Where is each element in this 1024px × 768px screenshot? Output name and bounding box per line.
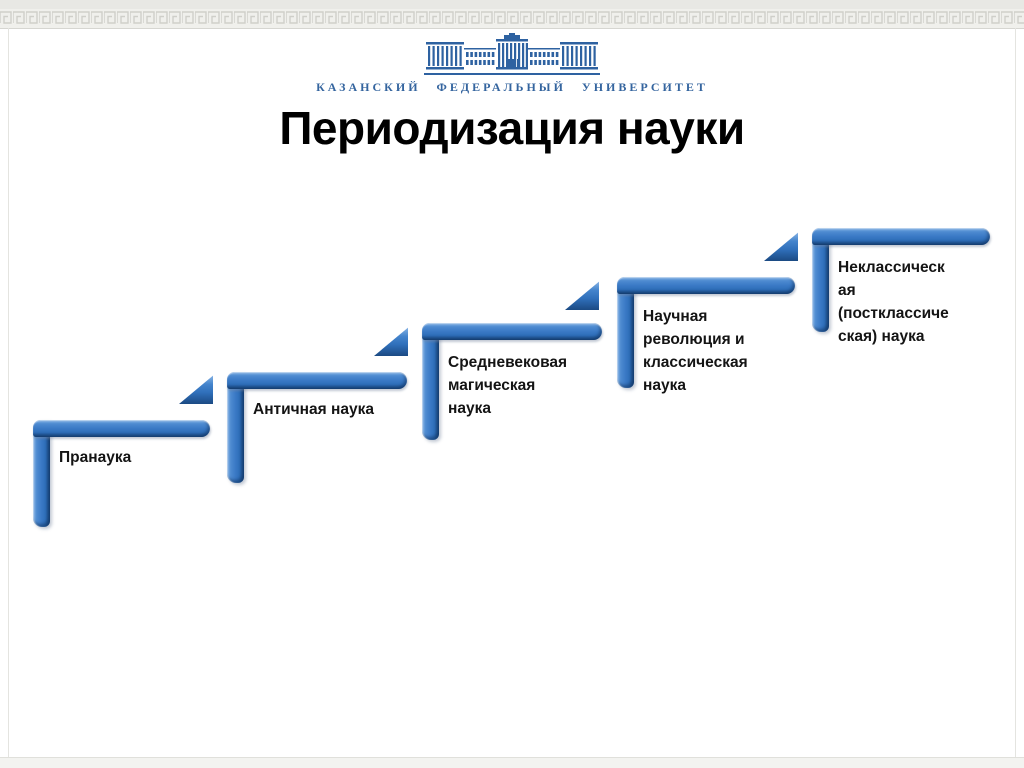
step-4-classical: Научная революция и классическая наука: [617, 277, 795, 394]
step-label: Неклассическ ая (постклассиче ская) наук…: [838, 259, 949, 345]
top-border-band: [0, 0, 1024, 9]
slide-right-edge: [1015, 28, 1016, 757]
step-vertical-bar: [812, 228, 829, 332]
step-arrow-icon: [374, 327, 408, 356]
step-horizontal-bar: [227, 372, 407, 389]
step-horizontal-bar: [812, 228, 990, 245]
step-vertical-bar: [422, 323, 439, 440]
step-label: Научная революция и классическая наука: [643, 308, 748, 394]
step-1-pranauka: Пранаука: [33, 420, 210, 527]
step-3-medieval: Средневековая магическая наука: [422, 323, 602, 440]
university-building-icon: [424, 33, 600, 75]
university-logo: [0, 33, 1024, 84]
step-horizontal-bar: [617, 277, 795, 294]
step-horizontal-bar: [33, 420, 210, 437]
step-label: Пранаука: [59, 449, 132, 466]
step-label: Средневековая магическая наука: [448, 354, 568, 417]
slide-left-edge: [8, 28, 9, 757]
step-vertical-bar: [33, 420, 50, 527]
step-vertical-bar: [227, 372, 244, 483]
step-arrow-icon: [764, 232, 798, 261]
step-vertical-bar: [617, 277, 634, 388]
university-name: КАЗАНСКИЙ ФЕДЕРАЛЬНЫЙ УНИВЕРСИТЕТ: [316, 80, 708, 94]
step-arrow-icon: [565, 281, 599, 310]
step-label: Античная наука: [253, 401, 374, 418]
step-5-nonclassical: Неклассическ ая (постклассиче ская) наук…: [812, 228, 990, 345]
greek-key-border: [0, 9, 1024, 29]
step-2-antique: Античная наука: [227, 372, 407, 483]
bottom-border-band: [0, 757, 1024, 768]
step-arrow-icon: [179, 375, 213, 404]
step-horizontal-bar: [422, 323, 602, 340]
page-title: Периодизация науки: [279, 102, 745, 154]
greek-key-pattern-icon: [0, 9, 1024, 27]
